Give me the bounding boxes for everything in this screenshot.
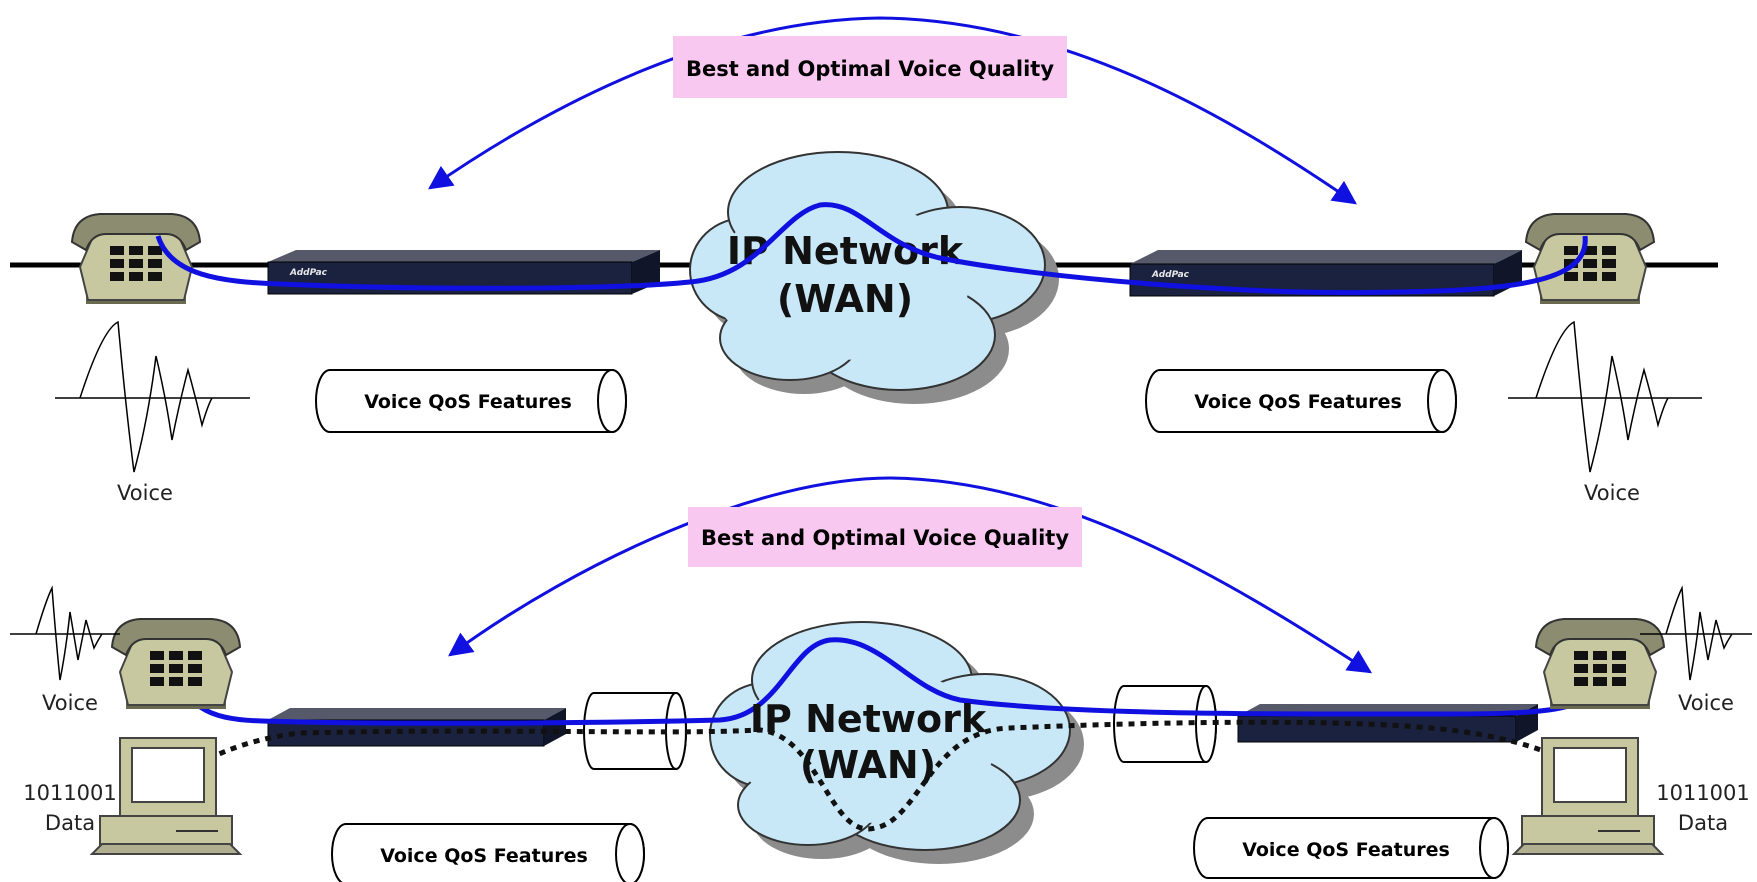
bottom-voice-path	[175, 637, 1598, 726]
bottom-left-data-label: Data	[45, 811, 95, 835]
bottom-right-computer-icon	[1513, 737, 1663, 855]
top-left-voice-label: Voice	[117, 481, 173, 505]
top-right-gateway-brand: AddPac	[1151, 270, 1190, 280]
top-right-voice-label: Voice	[1584, 481, 1640, 505]
bottom-scenario: Best and Optimal Voice Quality	[10, 476, 1752, 882]
bottom-quality-banner-text: Best and Optimal Voice Quality	[701, 526, 1069, 550]
top-left-qos-tube: Voice QoS Features	[315, 369, 627, 433]
bottom-right-phone-icon	[1535, 618, 1665, 710]
top-right-phone-icon	[1525, 213, 1655, 305]
bottom-right-qos-label: Voice QoS Features	[1242, 839, 1450, 861]
bottom-left-phone-icon	[111, 618, 241, 710]
top-scenario: AddPac AddPac IP Network (WAN)	[10, 16, 1718, 505]
top-quality-arc	[428, 16, 1357, 205]
bottom-left-gateway	[267, 708, 566, 747]
bottom-right-data-label: Data	[1678, 811, 1728, 835]
top-left-phone-icon	[71, 213, 201, 305]
bottom-right-waveform-icon	[1640, 585, 1752, 681]
bottom-left-waveform-icon	[10, 585, 120, 681]
bottom-cloud-label-line2: (WAN)	[800, 743, 936, 787]
bottom-left-qos-label: Voice QoS Features	[380, 845, 588, 867]
top-left-gateway-brand: AddPac	[289, 268, 328, 278]
bottom-cloud	[709, 621, 1084, 864]
top-quality-banner-text: Best and Optimal Voice Quality	[686, 57, 1054, 81]
bottom-right-data-bits: 1011001	[1656, 781, 1750, 805]
bottom-left-qos-tube: Voice QoS Features	[331, 823, 645, 882]
top-left-waveform-icon	[55, 320, 250, 473]
top-right-waveform-icon	[1508, 320, 1702, 473]
bottom-right-qos-tube: Voice QoS Features	[1193, 817, 1509, 879]
bottom-left-small-tube	[583, 692, 687, 770]
top-left-qos-label: Voice QoS Features	[364, 391, 572, 413]
bottom-left-voice-label: Voice	[42, 691, 98, 715]
top-cloud-label-line2: (WAN)	[777, 277, 913, 321]
bottom-right-voice-label: Voice	[1678, 691, 1734, 715]
top-right-qos-tube: Voice QoS Features	[1145, 369, 1457, 433]
bottom-quality-arc	[448, 476, 1373, 674]
bottom-cloud-label-line1: IP Network	[750, 697, 987, 741]
top-right-qos-label: Voice QoS Features	[1194, 391, 1402, 413]
bottom-quality-banner	[688, 507, 1082, 567]
top-voice-path	[155, 202, 1588, 296]
top-quality-banner	[673, 36, 1067, 98]
bottom-left-data-bits: 1011001	[23, 781, 117, 805]
